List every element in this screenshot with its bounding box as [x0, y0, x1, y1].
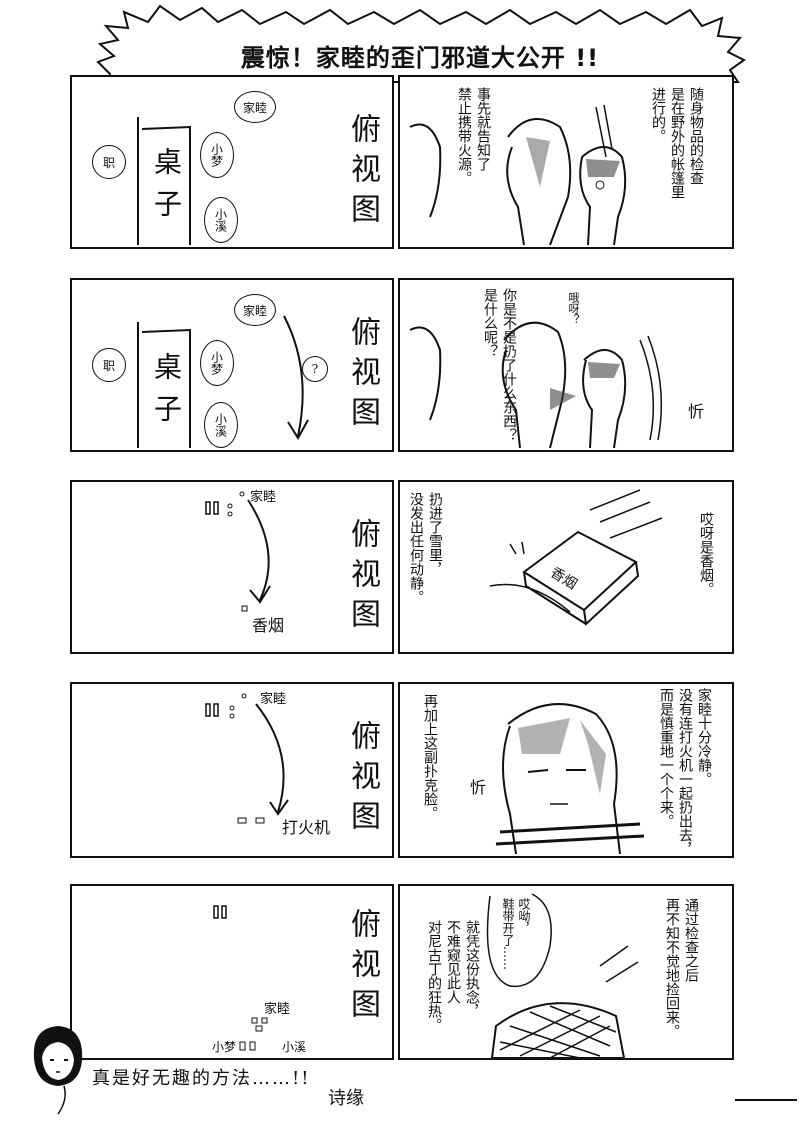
panel-4-topview: 家睦 打火机 俯视图: [70, 682, 394, 858]
desk-and-arrow: [137, 315, 309, 448]
panel-1-scene: 事先就告知了 禁止携带火源。 随身物品的检查 是在野外的帐篷里 进行的。: [398, 75, 734, 249]
caption-narration-a: 哎呀是香烟。: [698, 512, 714, 596]
person-circle-zhi: 职: [92, 348, 126, 382]
bottom-rule: [735, 1099, 797, 1101]
cigarette-pack-sketch: [489, 489, 663, 627]
exclaim-oya: 哦呀？: [567, 292, 580, 325]
position-marks: [213, 905, 268, 1051]
characters-sketch: [409, 104, 627, 246]
person-label-jiamu: 家睦: [250, 490, 277, 505]
view-label: 俯视图: [345, 316, 380, 436]
bubble-and-head-sketch: [486, 893, 639, 1058]
caption-question: 你是不是扔了什么东西？ 是什么呢？: [482, 288, 517, 442]
panel-1-topview: 职 家睦 小梦 小溪 桌子 俯视图: [70, 75, 394, 249]
desk-label: 桌子: [150, 352, 183, 436]
person-label-xiaomeng: 小梦: [212, 1040, 237, 1054]
panel-5-topview: 家睦 小梦 小溪 俯视图: [70, 884, 394, 1060]
view-label: 俯视图: [345, 113, 380, 233]
throw-arrow: [205, 693, 289, 824]
person-circle-jiamu: 家睦: [234, 91, 276, 123]
title-banner: 震惊！家睦的歪门邪道大公开 !!: [90, 4, 750, 86]
person-label-xiaoxi: 小溪: [282, 1040, 307, 1054]
caption-narration-a: 家睦十分冷静。 没有连打火机一起扔出去， 而是慎重地一个个来。: [658, 688, 712, 856]
author-signature: 诗缘: [328, 1088, 364, 1109]
view-label: 俯视图: [345, 908, 380, 1028]
panel-3-topview: 家睦 香烟 俯视图: [70, 480, 394, 654]
throw-arrow: [205, 491, 271, 612]
item-label-cigarette: 香烟: [252, 616, 285, 635]
sfx-text: 忻: [688, 402, 705, 421]
person-circle-xiaomeng: 小梦: [200, 132, 234, 178]
burst-frame: [96, 4, 746, 83]
question-circle: ?: [302, 356, 328, 382]
speech-bubble: 哎呦， 鞋带开了……: [501, 898, 531, 970]
view-label: 俯视图: [345, 720, 380, 840]
panel-3-scene: 香烟 扔进了雪里， 没发出任何动静。 哎呀是香烟。: [398, 480, 734, 654]
person-label-jiamu: 家睦: [264, 1002, 291, 1017]
view-label: 俯视图: [345, 518, 380, 638]
author-chibi-icon: [33, 1026, 83, 1115]
caption-narration-a: 随身物品的检查 是在野外的帐篷里 进行的。: [650, 87, 704, 199]
panel-5-scene: 哎呦， 鞋带开了…… 就凭这份执念， 不难窥见此人 对尼古丁的狂热。 通过检查之…: [398, 884, 734, 1060]
person-circle-jiamu: 家睦: [234, 294, 276, 326]
page-title: 震惊！家睦的歪门邪道大公开 !!: [240, 44, 600, 72]
desk-label: 桌子: [150, 147, 183, 231]
person-circle-xiaoxi: 小溪: [204, 197, 238, 243]
caption-narration-a: 通过检查之后 再不知不觉地捡回来。: [664, 898, 699, 1038]
footer-text: 真是好无趣的方法……!!: [92, 1068, 311, 1089]
caption-narration-b: 就凭这份执念， 不难窥见此人 对尼古丁的狂热。: [426, 920, 480, 1032]
caption-narration-b: 扔进了雪里， 没发出任何动静。: [408, 492, 443, 604]
poker-face-sketch: [495, 703, 645, 855]
panel-2-topview: 职 家睦 小梦 小溪 ? 桌子 俯视图: [70, 278, 394, 452]
caption-narration-b: 事先就告知了 禁止携带火源。: [456, 87, 491, 185]
person-label-jiamu: 家睦: [260, 692, 287, 707]
person-circle-xiaomeng: 小梦: [200, 340, 234, 386]
caption-narration-b: 再加上这副扑克脸。: [422, 694, 438, 820]
item-label-lighter: 打火机: [282, 818, 331, 837]
characters-sketch: [409, 321, 663, 449]
sfx-text: 忻: [470, 778, 487, 797]
panel-2-scene: 你是不是扔了什么东西？ 是什么呢？ 哦呀？ 忻: [398, 278, 734, 452]
person-circle-zhi: 职: [92, 145, 126, 179]
panel-4-scene: 再加上这副扑克脸。 家睦十分冷静。 没有连打火机一起扔出去， 而是慎重地一个个来…: [398, 682, 734, 858]
person-circle-xiaoxi: 小溪: [204, 402, 238, 448]
desk-lines: [137, 117, 191, 245]
